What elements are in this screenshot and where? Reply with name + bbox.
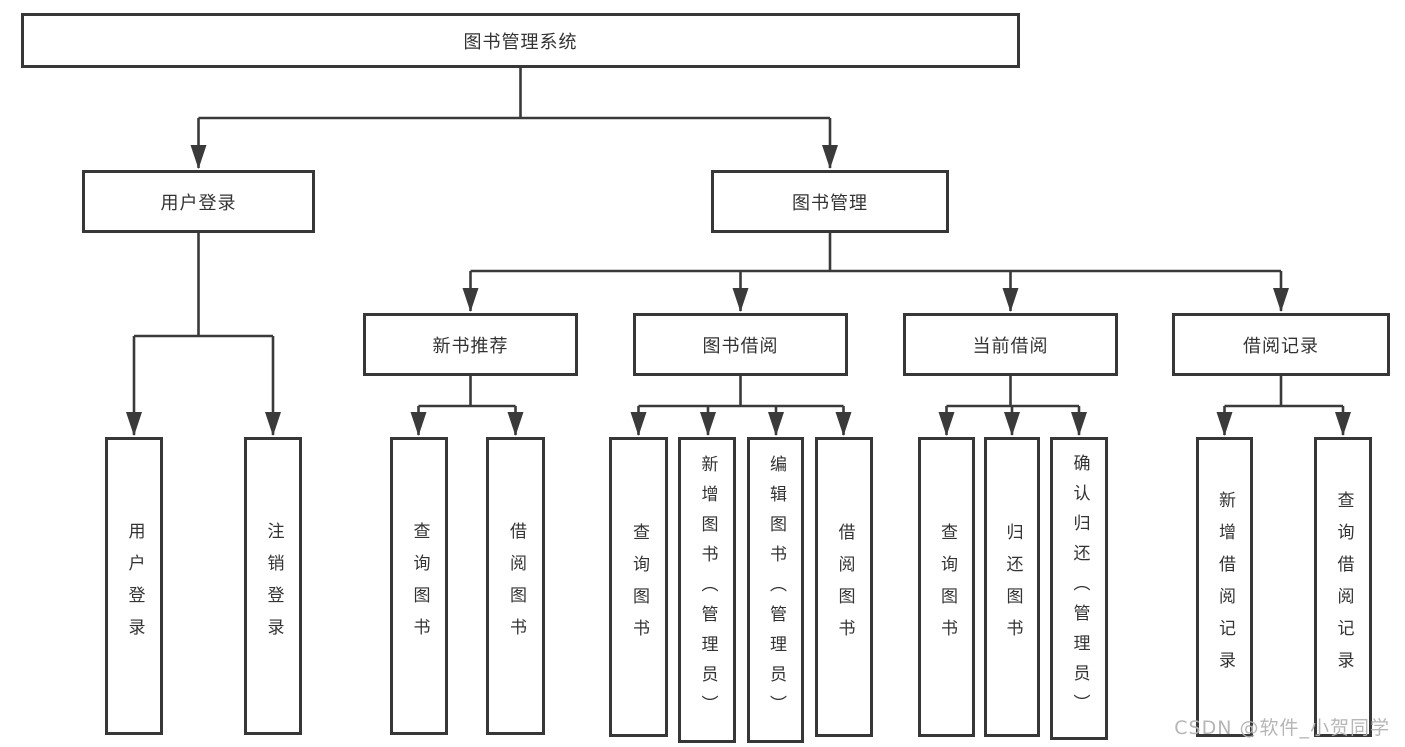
leaf-query-borrow-record: 查询借阅记录	[1314, 437, 1372, 737]
leaf-edit-book-admin-label: 编辑图书（管理员）	[766, 455, 786, 725]
leaf-query-books-3-label: 查询图书	[937, 523, 957, 651]
leaf-borrow-books-2-label: 借阅图书	[834, 523, 855, 651]
leaf-confirm-return-admin: 确认归还（管理员）	[1050, 437, 1108, 740]
node-new-book-rec-label: 新书推荐	[432, 335, 509, 357]
node-borrow-records: 借阅记录	[1172, 313, 1390, 376]
leaf-add-book-admin: 新增图书（管理员）	[678, 437, 736, 743]
leaf-return-book-label: 归还图书	[1002, 523, 1023, 651]
node-book-borrowing-label: 图书借阅	[702, 335, 779, 357]
node-new-book-rec: 新书推荐	[363, 313, 578, 376]
leaf-query-books-2: 查询图书	[609, 437, 668, 737]
leaf-logout-label: 注销登录	[263, 522, 284, 650]
node-book-mgmt: 图书管理	[711, 170, 949, 233]
node-user-login-label: 用户登录	[160, 192, 237, 214]
node-book-mgmt-label: 图书管理	[792, 192, 868, 214]
leaf-query-books-1-label: 查询图书	[409, 522, 430, 650]
node-current-borrowing-label: 当前借阅	[972, 335, 1049, 357]
node-book-borrowing: 图书借阅	[633, 313, 848, 376]
leaf-query-books-1: 查询图书	[390, 437, 448, 735]
leaf-return-book: 归还图书	[984, 437, 1040, 737]
leaf-borrow-books-1: 借阅图书	[486, 437, 545, 735]
node-root-label: 图书管理系统	[463, 31, 578, 53]
leaf-borrow-books-2: 借阅图书	[815, 437, 873, 737]
leaf-add-borrow-record: 新增借阅记录	[1196, 437, 1253, 737]
leaf-query-books-2-label: 查询图书	[629, 523, 649, 651]
leaf-query-borrow-record-label: 查询借阅记录	[1333, 491, 1354, 683]
leaf-confirm-return-admin-label: 确认归还（管理员）	[1069, 453, 1090, 724]
leaf-query-books-3: 查询图书	[918, 437, 975, 737]
leaf-user-login: 用户登录	[105, 437, 163, 735]
leaf-borrow-books-1-label: 借阅图书	[506, 522, 526, 650]
leaf-add-book-admin-label: 新增图书（管理员）	[697, 455, 718, 725]
watermark: CSDN @软件_小贺同学	[1174, 717, 1390, 739]
node-borrow-records-label: 借阅记录	[1243, 335, 1319, 357]
leaf-user-login-label: 用户登录	[124, 522, 145, 650]
node-root: 图书管理系统	[21, 13, 1020, 68]
leaf-add-borrow-record-label: 新增借阅记录	[1215, 491, 1235, 683]
leaf-edit-book-admin: 编辑图书（管理员）	[747, 437, 804, 743]
node-current-borrowing: 当前借阅	[903, 313, 1118, 376]
leaf-logout: 注销登录	[244, 437, 302, 735]
node-user-login: 用户登录	[82, 170, 315, 233]
